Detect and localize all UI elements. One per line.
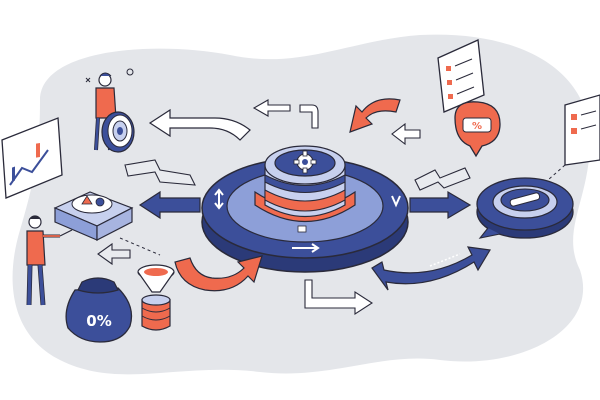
checklist-document-icon — [437, 39, 485, 113]
coin-stack-icon — [141, 294, 171, 331]
bag-label: 0% — [86, 312, 111, 330]
dashboard-chart-icon — [1, 117, 63, 199]
arrow-top-small-gray — [252, 99, 291, 117]
right-dial-platform — [476, 177, 574, 239]
money-bag-icon: 0% — [65, 277, 133, 343]
arrow-zigzag-right — [414, 167, 471, 191]
arrow-top-coral — [349, 98, 401, 133]
arrow-bottom-navy — [371, 246, 491, 291]
arrow-top-gray — [148, 108, 251, 141]
person-top-left — [85, 68, 134, 151]
target-icon — [101, 111, 135, 153]
person-bottom-left — [26, 215, 73, 306]
arrow-right-navy — [409, 190, 472, 220]
arrow-right-gray-small — [391, 122, 421, 146]
arrow-left-navy — [138, 190, 201, 220]
pointer-device-icon — [53, 191, 134, 241]
right-monitor-icon — [564, 94, 600, 166]
arrow-top-elbow-gray — [299, 104, 319, 129]
arrow-bottom-left-gray — [97, 242, 131, 266]
discount-label: % — [472, 121, 482, 132]
gear-icon — [293, 150, 317, 174]
arrow-zigzag-left — [124, 159, 196, 186]
funnel-icon — [137, 264, 175, 293]
discount-tag-icon: % — [454, 101, 501, 158]
central-platform — [201, 145, 409, 273]
arrow-bottom-gray — [304, 279, 374, 316]
arrow-bottom-coral — [174, 255, 263, 292]
